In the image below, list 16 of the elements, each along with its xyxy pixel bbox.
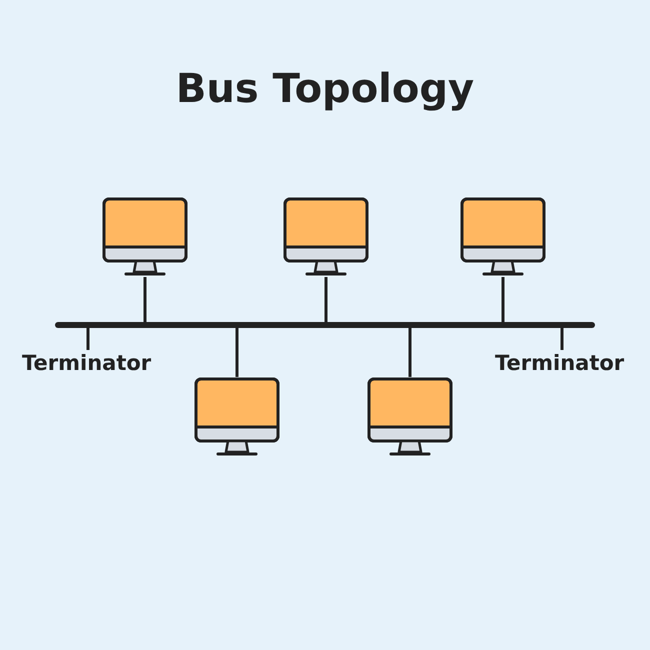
computer-icon — [460, 197, 546, 277]
connector-line — [86, 328, 90, 350]
connector-line — [324, 277, 328, 322]
computer-icon — [102, 197, 188, 277]
computer-icon — [367, 377, 453, 457]
title: Bus Topology — [174, 66, 476, 112]
bus-line — [55, 322, 595, 328]
connector-line — [408, 328, 412, 377]
computer-icon — [283, 197, 369, 277]
terminator-label: Terminator — [495, 350, 629, 376]
connector-line — [236, 328, 238, 377]
connector-line — [144, 277, 146, 322]
connector-line — [560, 328, 564, 350]
terminator-label: Terminator — [22, 350, 154, 376]
connector-line — [502, 277, 504, 322]
computer-icon — [194, 377, 280, 457]
